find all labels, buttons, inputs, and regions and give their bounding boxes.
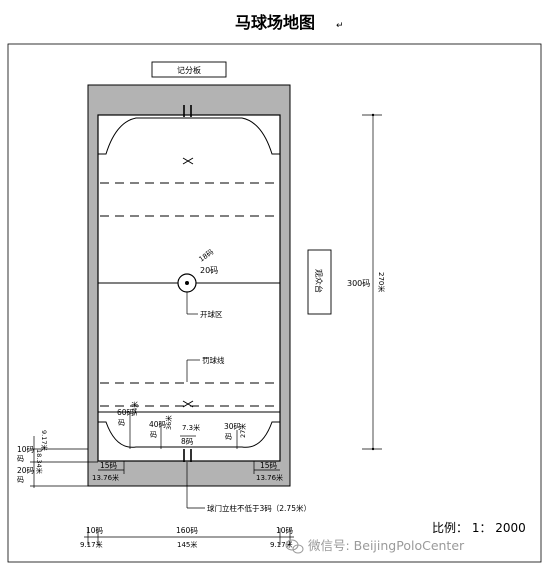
top-goal-area-arc bbox=[98, 117, 280, 155]
svg-text:码: 码 bbox=[17, 455, 24, 463]
title-return-mark: ↵ bbox=[336, 21, 344, 31]
svg-text:码: 码 bbox=[225, 433, 232, 441]
dim-40-meters: 36米 bbox=[164, 415, 173, 430]
penalty-line-label: 罚球线 bbox=[202, 355, 225, 365]
center-diameter-label: 20码 bbox=[200, 266, 218, 275]
bottom-mid-meters: 145米 bbox=[177, 540, 197, 549]
dim-40-yards: 40码 bbox=[149, 420, 167, 429]
center-spot bbox=[185, 281, 189, 285]
corner-left-yards: 15码 bbox=[100, 461, 118, 470]
dim-left-20-meters: 18.34米 bbox=[35, 449, 44, 475]
goalpost-note: 球门立柱不低于3码（2.75米） bbox=[207, 503, 311, 513]
dim-60-meters: 54米 bbox=[130, 401, 139, 416]
scoreboard-label: 记分板 bbox=[177, 65, 201, 75]
dim-left-10-meters: 9.17米 bbox=[40, 430, 49, 451]
bottom-mid-yards: 160码 bbox=[176, 526, 198, 535]
wechat-icon bbox=[285, 539, 304, 554]
bottom-left-yards: 10码 bbox=[86, 526, 104, 535]
svg-text:码: 码 bbox=[17, 476, 24, 484]
kickoff-label: 开球区 bbox=[200, 309, 223, 319]
dim-30-meters: 27米 bbox=[238, 423, 247, 438]
scale-label: 比例： 1： 2000 bbox=[432, 521, 526, 535]
corner-right-yards: 15码 bbox=[260, 461, 278, 470]
outer-frame bbox=[7, 43, 542, 563]
dim-left-20-yards: 20码 bbox=[17, 466, 35, 475]
diagram-title: 马球场地图 bbox=[235, 13, 315, 32]
bottom-right-meters: 9.17米 bbox=[270, 540, 293, 549]
bottom-penalty-spot bbox=[182, 400, 194, 408]
goal-width-yards: 8码 bbox=[181, 437, 194, 446]
dim-30-yards: 30码 bbox=[224, 422, 242, 431]
svg-text:码: 码 bbox=[150, 431, 157, 439]
dim-60-yards-unit: 码 bbox=[118, 419, 125, 427]
scoreboard-box bbox=[151, 61, 227, 78]
bottom-right-yards: 10码 bbox=[276, 526, 294, 535]
top-goal-posts bbox=[183, 105, 192, 117]
dim-60-yards: 60码 bbox=[117, 408, 135, 417]
bottom-left-meters: 9.17米 bbox=[80, 540, 103, 549]
stand-label: 观众台 bbox=[314, 269, 324, 293]
dim-left-10-yards: 10码 bbox=[17, 445, 35, 454]
top-penalty-spot bbox=[182, 157, 194, 165]
watermark-text: 微信号: BeijingPoloCenter bbox=[308, 538, 465, 553]
spectator-stand bbox=[307, 249, 332, 315]
corner-left-meters: 13.76米 bbox=[92, 473, 119, 482]
length-meters: 270米 bbox=[377, 272, 386, 292]
corner-right-meters: 13.76米 bbox=[256, 473, 283, 482]
bottom-goal-area-arc bbox=[98, 421, 280, 448]
length-yards: 300码 bbox=[347, 279, 370, 288]
goal-width-meters: 7.3米 bbox=[182, 423, 200, 432]
bottom-goal-posts bbox=[183, 449, 192, 462]
